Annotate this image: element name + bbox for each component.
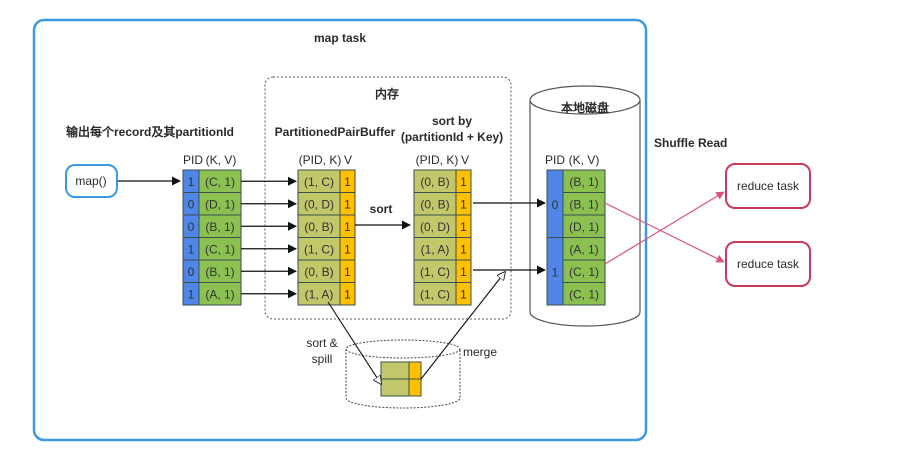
input-header-kv: (K, V) bbox=[206, 153, 237, 167]
input-kv-text: (C, 1) bbox=[205, 243, 235, 257]
merge-label: merge bbox=[463, 345, 497, 359]
map-task-box bbox=[32, 18, 648, 442]
input-pid-text: 0 bbox=[188, 220, 195, 234]
memory-box bbox=[264, 76, 512, 320]
disk-pid-text: 1 bbox=[552, 265, 559, 279]
disk-kv-text: (C, 1) bbox=[569, 288, 599, 302]
memory-title: 内存 bbox=[375, 86, 399, 101]
disk-kv-cell bbox=[562, 282, 606, 306]
local-disk-title: 本地磁盘 bbox=[561, 100, 609, 115]
input-kv-text: (B, 1) bbox=[205, 220, 234, 234]
buffer-header-v: V bbox=[344, 153, 352, 167]
sorted-key-text: (0, D) bbox=[420, 220, 450, 234]
sorted-key-text: (0, B) bbox=[420, 175, 449, 189]
shuffle-read-label: Shuffle Read bbox=[654, 136, 727, 150]
sorted-key-text: (0, B) bbox=[420, 198, 449, 212]
input-table: 1 (C, 1) 0 (D, 1) 0 (B, 1) 1 (C, 1) 0 (B, 1) 1 (A, … bbox=[182, 169, 297, 306]
input-pid-text: 0 bbox=[188, 265, 195, 279]
input-pid-text: 0 bbox=[188, 198, 195, 212]
map-task-title: map task bbox=[314, 31, 366, 45]
input-header-pid: PID bbox=[183, 153, 203, 167]
reduce-task-box-1[interactable] bbox=[725, 163, 811, 209]
map-function-box[interactable] bbox=[65, 164, 118, 198]
sorted-value-text: 1 bbox=[460, 198, 467, 212]
disk-kv-text: (B, 1) bbox=[569, 198, 598, 212]
sort-spill-label-line1: sort & bbox=[306, 336, 337, 350]
disk-kv-text: (C, 1) bbox=[569, 265, 599, 279]
disk-header-pid: PID bbox=[545, 153, 565, 167]
reduce-task-label-2: reduce task bbox=[737, 257, 800, 271]
disk-kv-text: (D, 1) bbox=[569, 220, 599, 234]
buffer-value-text: 1 bbox=[344, 243, 351, 257]
sorted-header-v: V bbox=[461, 153, 469, 167]
buffer-value-text: 1 bbox=[344, 198, 351, 212]
buffer-key-text: (0, B) bbox=[304, 220, 333, 234]
sorted-value-text: 1 bbox=[460, 243, 467, 257]
sorted-key-text: (1, C) bbox=[420, 288, 450, 302]
sorted-value-text: 1 bbox=[460, 220, 467, 234]
disk-kv-text: (B, 1) bbox=[569, 175, 598, 189]
buffer-key-text: (0, B) bbox=[304, 265, 333, 279]
buffer-header-key: (PID, K) bbox=[299, 153, 342, 167]
spill-arrow bbox=[327, 301, 381, 384]
disk-kv-text: (A, 1) bbox=[569, 243, 598, 257]
output-label: 输出每个record及其partitionId bbox=[66, 124, 234, 139]
buffer-value-text: 1 bbox=[344, 265, 351, 279]
shuffle-arrow-p0-to-reduce2 bbox=[604, 202, 725, 263]
shuffle-arrow-p1-to-reduce1 bbox=[604, 191, 725, 265]
input-kv-text: (D, 1) bbox=[205, 198, 235, 212]
input-pid-text: 1 bbox=[188, 288, 195, 302]
sorted-value-text: 1 bbox=[460, 288, 467, 302]
buffer-key-text: (1, C) bbox=[304, 175, 334, 189]
input-kv-text: (C, 1) bbox=[205, 175, 235, 189]
buffer-value-cell bbox=[339, 282, 356, 306]
buffer-title: PartitionedPairBuffer bbox=[275, 125, 396, 139]
disk-pid-text: 0 bbox=[552, 198, 559, 212]
disk-table: 0 (B, 1) (B, 1) (D, 1) 1 (A, 1) (C, 1) (C, 1) bbox=[546, 169, 606, 306]
sorted-title-line2: (partitionId + Key) bbox=[401, 130, 503, 144]
merge-arrow bbox=[420, 272, 505, 380]
sorted-table: (0, B) 1 (0, B) 1 (0, D) 1 (1, A) 1 (1, C) 1 (1, C… bbox=[413, 169, 472, 306]
sort-spill-label-line2: spill bbox=[312, 352, 333, 366]
buffer-value-text: 1 bbox=[344, 175, 351, 189]
sorted-value-text: 1 bbox=[460, 265, 467, 279]
buffer-value-text: 1 bbox=[344, 220, 351, 234]
sorted-key-text: (1, C) bbox=[420, 265, 450, 279]
sorted-value-cell bbox=[455, 282, 472, 306]
input-pid-text: 1 bbox=[188, 175, 195, 189]
buffer-key-text: (0, D) bbox=[304, 198, 334, 212]
input-kv-text: (B, 1) bbox=[205, 265, 234, 279]
sort-label: sort bbox=[370, 202, 393, 216]
buffer-key-text: (1, C) bbox=[304, 243, 334, 257]
input-kv-text: (A, 1) bbox=[205, 288, 234, 302]
sorted-value-text: 1 bbox=[460, 175, 467, 189]
reduce-task-box-2[interactable] bbox=[725, 241, 811, 287]
sorted-header-key: (PID, K) bbox=[416, 153, 459, 167]
reduce-task-label-1: reduce task bbox=[737, 179, 800, 193]
input-pid-text: 1 bbox=[188, 243, 195, 257]
sorted-key-text: (1, A) bbox=[421, 243, 450, 257]
sorted-title-line1: sort by bbox=[432, 114, 472, 128]
buffer-key-text: (1, A) bbox=[305, 288, 334, 302]
buffer-value-text: 1 bbox=[344, 288, 351, 302]
buffer-table: (1, C) 1 (0, D) 1 (0, B) 1 (1, C) 1 (0, B) 1 (1, A… bbox=[297, 169, 356, 306]
disk-header-kv: (K, V) bbox=[569, 153, 600, 167]
map-function-label: map() bbox=[75, 174, 106, 188]
spill-file-block bbox=[380, 361, 422, 397]
